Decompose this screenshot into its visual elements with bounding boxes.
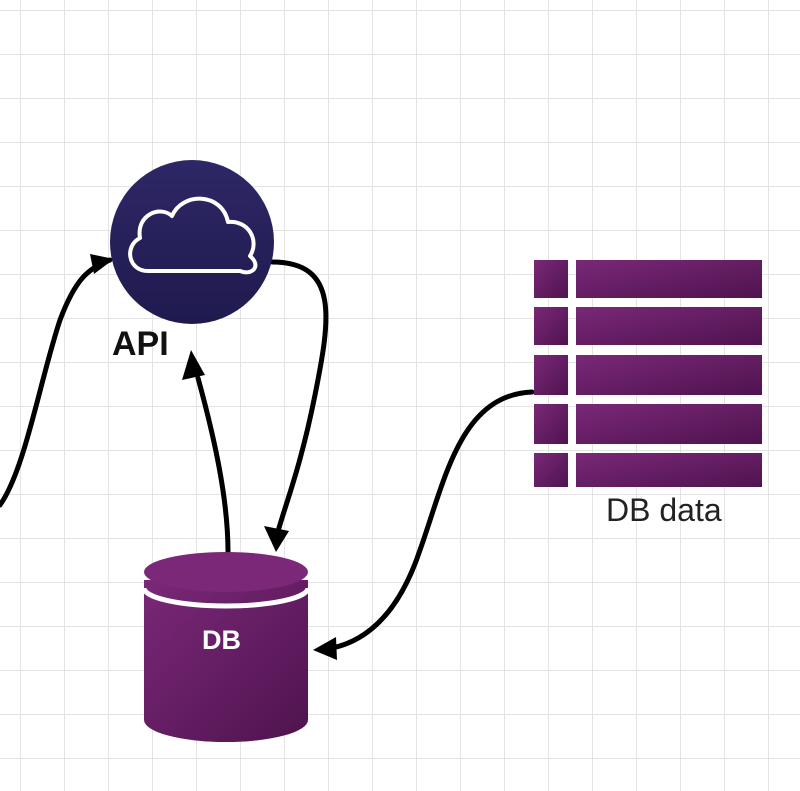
table-row-value-5 [576, 453, 762, 487]
edges [0, 254, 535, 660]
table-row-value-2 [576, 307, 762, 345]
table-row-key-3 [534, 355, 568, 395]
db-cylinder-rim [141, 587, 311, 609]
edge-left-to-api[interactable] [0, 257, 113, 508]
table-row-key-5 [534, 453, 568, 487]
edge-dbdata-to-db-arrowhead [313, 637, 337, 660]
table-row-value-1 [576, 260, 762, 298]
table-row-value-4 [576, 404, 762, 444]
table-row-key-2 [534, 307, 568, 345]
api-circle [110, 160, 274, 324]
edge-dbdata-to-db[interactable] [329, 389, 535, 651]
db-cylinder-top [144, 552, 308, 592]
edge-api-to-db-arrowhead [264, 526, 289, 552]
db-data-label: DB data [606, 492, 722, 528]
table-row-value-3 [576, 355, 762, 395]
api-label: API [112, 325, 169, 363]
table-row-key-4 [534, 404, 568, 444]
edge-api-to-db[interactable] [269, 259, 329, 538]
api-node[interactable] [110, 160, 274, 324]
table-row-key-1 [534, 260, 568, 298]
cloud-icon [128, 196, 258, 275]
edge-db-to-api[interactable] [195, 375, 231, 555]
db-label: DB [202, 625, 241, 655]
db-node[interactable] [141, 552, 311, 742]
db-cylinder-body [144, 580, 308, 742]
edge-db-to-api-arrowhead [182, 350, 205, 380]
edge-left-to-api-arrowhead [90, 254, 114, 274]
table-rows-icon[interactable] [534, 260, 762, 487]
